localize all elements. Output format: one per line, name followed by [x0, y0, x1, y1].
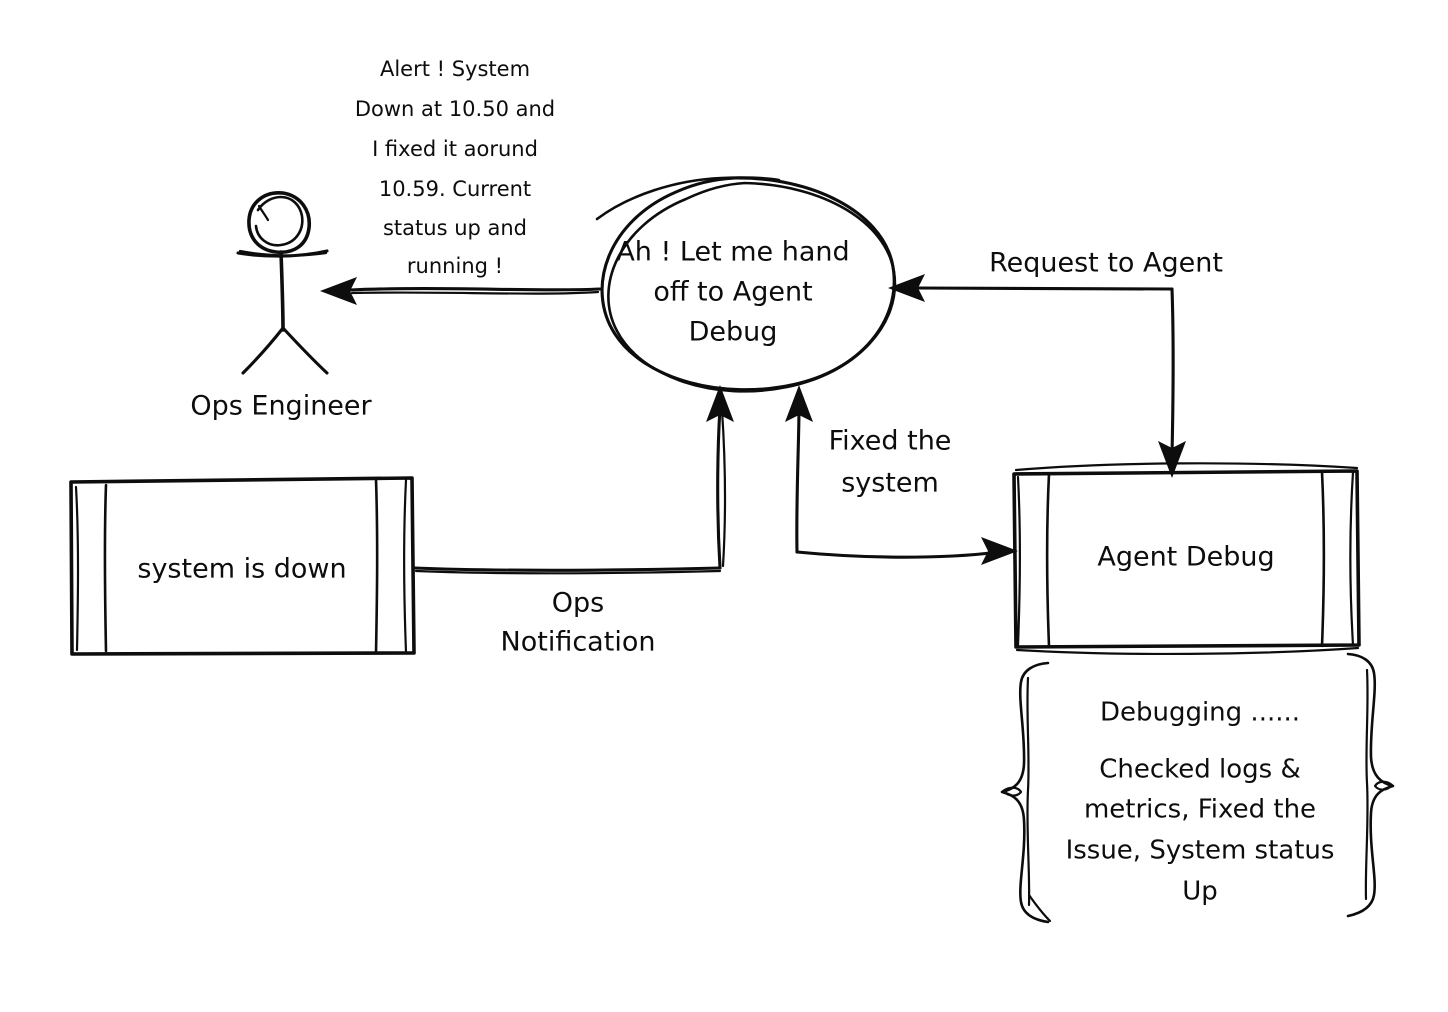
assistant-bubble-outline-outer: [600, 176, 896, 392]
ops-engineer-figure: Ops Engineer: [190, 191, 373, 422]
debug-note-left-brace-icon: [1000, 661, 1050, 924]
alert-message-text: Alert ! System Down at 10.50 and I fixed…: [355, 57, 555, 278]
system-down-box-outline: [69, 476, 416, 656]
debug-note-right-brace-tail-icon: [1373, 780, 1394, 791]
edge-fixed-the-system: Fixed the system: [785, 385, 1018, 565]
edge-request-to-agent-label: Request to Agent: [989, 248, 1223, 279]
debug-note-line-5: Up: [1182, 877, 1218, 907]
edge-request-to-agent: Request to Agent: [888, 248, 1223, 478]
edge-fixed-the-system-label-1: Fixed the: [829, 426, 952, 457]
edge-report-to-ops-arrowhead: [320, 277, 357, 305]
assistant-bubble-line-2: off to Agent: [653, 277, 812, 308]
alert-line-6: running !: [407, 254, 503, 278]
agent-debug-box-left-bar-2: [1016, 475, 1021, 647]
agent-debug-box-left-bar: [1045, 472, 1051, 648]
edge-fixed-the-system-line-v: [795, 406, 801, 554]
edge-ops-notification: Ops Notification: [412, 385, 734, 658]
assistant-bubble-overshoot: [595, 176, 781, 221]
agent-debug-box-outline: [1012, 469, 1361, 649]
stick-figure-left-leg-icon: [241, 326, 285, 375]
agent-debug-box-bottom-pass: [1015, 646, 1360, 656]
stick-figure-right-leg-icon: [281, 326, 329, 375]
edge-ops-notification-label-2: Notification: [501, 627, 656, 658]
stick-figure-body-icon: [279, 250, 285, 332]
edge-ops-notification-arrowhead: [706, 385, 734, 422]
stick-figure-head-icon: [247, 191, 311, 254]
debug-note: Debugging ...... Checked logs & metrics,…: [1000, 652, 1395, 924]
edge-fixed-the-system-label-2: system: [841, 468, 939, 499]
debug-note-left-brace-tail-icon: [1001, 786, 1023, 797]
alert-line-1: Alert ! System: [380, 57, 530, 81]
agent-debug-box-right-bar: [1320, 470, 1326, 648]
assistant-bubble-outline-inner: [607, 181, 897, 393]
edge-request-to-agent-line: [914, 286, 1174, 291]
agent-debug-box-right-bar-2: [1349, 470, 1355, 647]
system-down-node[interactable]: system is down: [69, 476, 416, 656]
debug-note-line-3: metrics, Fixed the: [1084, 795, 1316, 825]
system-down-box-left-bar-2: [74, 485, 80, 652]
edge-ops-notification-line-h: [412, 566, 722, 572]
edge-report-to-ops-line: [348, 287, 602, 292]
edge-report-to-ops: [320, 277, 602, 305]
edge-fixed-the-system-arrowhead-right: [981, 537, 1018, 565]
debug-note-line-4: Issue, System status: [1066, 836, 1335, 866]
edge-fixed-the-system-arrowhead-up: [785, 385, 813, 422]
edge-request-to-agent-line-vertical: [1170, 287, 1175, 457]
agent-debug-node[interactable]: Agent Debug: [1012, 462, 1361, 656]
stick-figure-arms-shadow-icon: [238, 249, 328, 257]
alert-line-3: I fixed it aorund: [372, 137, 538, 161]
debug-note-right-brace-icon: [1346, 652, 1395, 918]
edge-report-to-ops-line-shadow: [350, 290, 600, 295]
assistant-bubble-line-3: Debug: [689, 317, 778, 348]
system-down-label: system is down: [137, 554, 346, 585]
system-down-box-left-bar: [103, 483, 108, 653]
alert-line-5: status up and: [383, 216, 527, 240]
edge-request-to-agent-arrowhead-left: [888, 274, 925, 302]
assistant-bubble-node[interactable]: Ah ! Let me hand off to Agent Debug: [595, 176, 897, 393]
agent-debug-box-top-pass: [1014, 462, 1359, 472]
assistant-bubble-line-1: Ah ! Let me hand: [616, 237, 849, 268]
stick-figure-head-tuft-icon: [257, 204, 270, 222]
edge-ops-notification-line-v: [716, 406, 722, 570]
agent-debug-label: Agent Debug: [1097, 542, 1274, 573]
system-down-box-right-bar: [374, 477, 379, 655]
debug-note-left-brace-foot-icon: [1027, 893, 1052, 923]
edge-ops-notification-line-h-shadow: [414, 569, 722, 575]
debug-note-line-1: Debugging ......: [1100, 698, 1300, 728]
ops-engineer-label: Ops Engineer: [190, 391, 372, 422]
edge-fixed-the-system-line-h: [795, 549, 1007, 559]
debug-note-line-2: Checked logs &: [1099, 755, 1301, 785]
system-down-box-right-bar-2: [403, 478, 408, 654]
debug-note-right-brace-shadow-icon: [1364, 668, 1369, 901]
alert-line-2: Down at 10.50 and: [355, 97, 555, 121]
alert-line-4: 10.59. Current: [379, 177, 531, 201]
edge-ops-notification-label-1: Ops: [552, 588, 604, 619]
edge-ops-notification-line-v-shadow: [720, 408, 727, 568]
edge-request-to-agent-arrowhead-down: [1158, 441, 1186, 478]
debug-note-left-brace-shadow-icon: [1026, 676, 1031, 907]
stick-figure-head-inner-icon: [254, 195, 304, 247]
